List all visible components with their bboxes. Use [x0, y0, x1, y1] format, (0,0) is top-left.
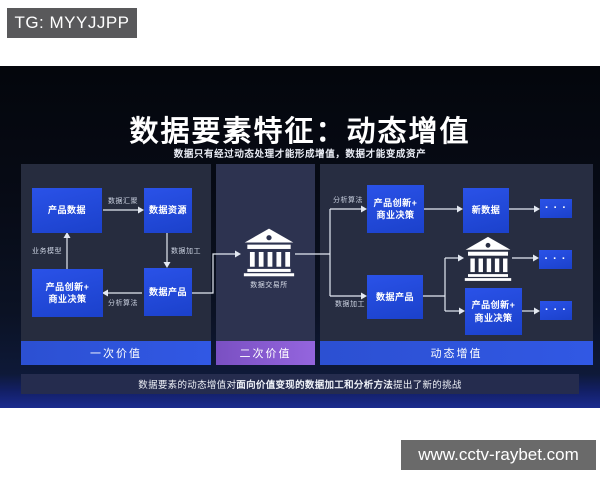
footer-note-bold: 面向价值变现的数据加工和分析方法 — [236, 380, 394, 391]
edge-label-analysis-left: 分析算法 — [108, 300, 138, 307]
panel-secondary-value: 二次价值 — [216, 164, 315, 365]
footer-note: 数据要素的动态增值对面向价值变现的数据加工和分析方法提出了新的挑战 — [21, 374, 579, 394]
tg-watermark-badge: TG: MYYJJPP — [7, 8, 137, 38]
edge-label-business-model: 业务模型 — [32, 248, 62, 255]
ellipsis-box-bottom: · · · — [540, 301, 572, 320]
bank-label-exchange: 数据交易所 — [250, 282, 288, 289]
slide-canvas: 数据要素特征：动态增值 数据只有经过动态处理才能形成增值，数据才能变成资产 一次… — [0, 66, 600, 408]
box-innovation-decision-bottom: 产品创新+ 商业决策 — [465, 288, 522, 335]
slide-title: 数据要素特征：动态增值 — [129, 116, 471, 148]
box-innovation-decision-top: 产品创新+ 商业决策 — [367, 185, 424, 233]
ellipsis-box-top: · · · — [540, 199, 572, 218]
edge-label-analysis-right: 分析算法 — [333, 197, 363, 204]
footer-note-pre: 数据要素的动态增值对 — [138, 380, 237, 391]
site-watermark-badge: www.cctv-raybet.com — [401, 440, 596, 470]
edge-label-processing-left: 数据加工 — [171, 248, 201, 255]
box-data-resource: 数据资源 — [144, 188, 192, 233]
box-data-product-right: 数据产品 — [367, 275, 423, 319]
bar-primary-value: 一次价值 — [21, 341, 211, 365]
box-innovation-decision-left: 产品创新+ 商业决策 — [32, 269, 103, 317]
box-new-data: 新数据 — [463, 188, 509, 233]
box-product-data: 产品数据 — [32, 188, 102, 233]
slide-subtitle: 数据只有经过动态处理才能形成增值，数据才能变成资产 — [173, 149, 427, 160]
box-data-product-left: 数据产品 — [144, 268, 192, 316]
footer-note-post: 提出了新的挑战 — [393, 380, 462, 391]
edge-label-aggregation: 数据汇聚 — [108, 198, 138, 205]
ellipsis-box-middle: · · · — [539, 250, 572, 269]
edge-label-processing-right: 数据加工 — [335, 301, 365, 308]
bank-icon — [464, 235, 512, 287]
bar-secondary-value: 二次价值 — [216, 341, 315, 365]
bar-dynamic-value: 动态增值 — [320, 341, 593, 365]
bank-icon — [243, 226, 295, 283]
